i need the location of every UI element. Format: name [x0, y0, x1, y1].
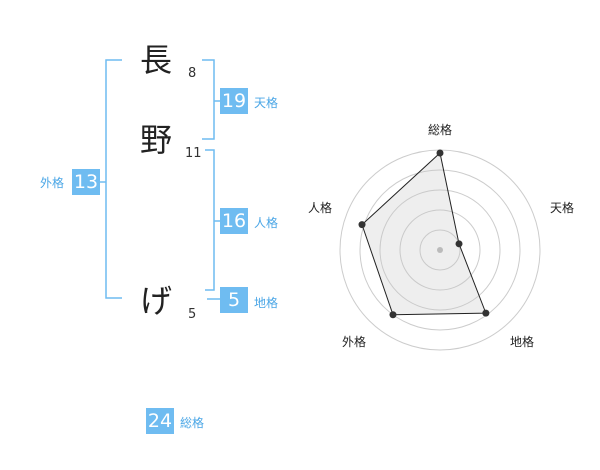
radar-grid-ring — [399, 209, 481, 291]
gaikaku-bracket — [105, 59, 122, 299]
jinkaku-label: 人格 — [254, 216, 279, 230]
soukaku-value: 24 — [146, 408, 174, 434]
jinkaku-bracket — [205, 149, 215, 291]
name-char-2: 野 — [140, 121, 173, 159]
jinkaku-value: 16 — [220, 208, 248, 234]
chikaku-label: 地格 — [254, 296, 279, 310]
chikaku-value: 5 — [220, 287, 248, 313]
radar-point — [436, 149, 444, 157]
radar-grid-ring — [379, 189, 501, 311]
radar-point — [482, 309, 490, 317]
radar-center-dot — [437, 247, 443, 253]
stroke-count-2: 11 — [185, 146, 202, 161]
radar-axis-label: 地格 — [510, 334, 534, 349]
name-char-3: げ — [140, 282, 173, 320]
radar-axis-label: 外格 — [342, 334, 366, 349]
radar-point — [358, 221, 366, 229]
radar-grid-ring — [359, 169, 521, 331]
tenkaku-value: 19 — [220, 88, 248, 114]
stroke-count-1: 8 — [188, 66, 197, 81]
name-char-1: 長 — [140, 41, 173, 79]
radar-axis-label: 総格 — [428, 122, 452, 137]
soukaku-label: 総格 — [180, 416, 205, 430]
radar-axis-label: 天格 — [550, 200, 574, 215]
radar-axis-label: 人格 — [308, 200, 332, 215]
gaikaku-label: 外格 — [40, 176, 65, 190]
tenkaku-bracket — [202, 59, 215, 140]
tenkaku-label: 天格 — [254, 96, 279, 110]
stroke-count-3: 5 — [188, 307, 197, 322]
radar-series-polygon — [361, 152, 487, 316]
radar-point — [455, 240, 463, 248]
radar-grid-ring — [419, 229, 461, 271]
gaikaku-value: 13 — [72, 169, 100, 195]
radar-point — [389, 311, 397, 319]
